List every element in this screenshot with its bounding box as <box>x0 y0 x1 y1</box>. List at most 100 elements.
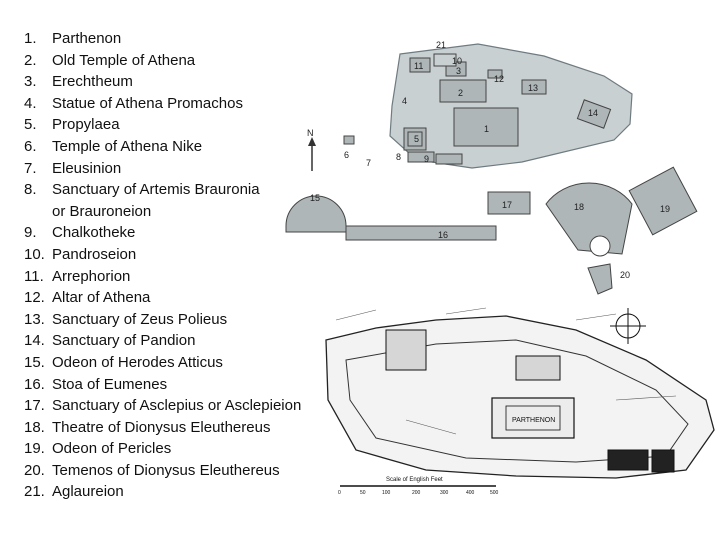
legend-item-10: 10. Pandroseion <box>24 244 324 266</box>
scale-tick-50: 50 <box>360 490 366 496</box>
legend-label: Odeon of Pericles <box>52 440 172 458</box>
legend-item-11: 11. Arrephorion <box>24 266 324 288</box>
legend-item-17: 17.Sanctuary of Asclepius or Asclepieion <box>24 395 324 417</box>
parthenon-block <box>453 107 519 147</box>
legend-label: Temple of Athena Nike <box>52 137 203 155</box>
north-label: N <box>307 128 314 138</box>
plan-number-8: 8 <box>396 152 401 162</box>
legend-number: 12. <box>24 289 45 307</box>
temenos-block <box>587 263 613 295</box>
legend-label: Sanctuary of Zeus Polieus <box>52 310 228 328</box>
asclepieion-block <box>487 191 531 215</box>
legend-number: 18. <box>24 418 45 436</box>
legend-item-2: 2. Old Temple of Athena <box>24 50 324 72</box>
plan-number-5: 5 <box>414 134 419 144</box>
legend-number: 1. <box>24 30 37 47</box>
acropolis-site-plan: N 1 2 3 4 5 6 7 8 9 10 11 12 13 14 15 16… <box>285 40 698 295</box>
pandroseion-block <box>433 53 457 67</box>
legend-item-14: 14. Sanctuary of Pandion <box>24 330 324 352</box>
legend-number: 2. <box>24 51 37 69</box>
legend-number: 13. <box>24 310 45 328</box>
legend-number: 5. <box>24 116 37 134</box>
zeus-polieus-block <box>521 79 547 95</box>
legend-item-8: 8. Sanctuary of Artemis Brauronia <box>24 179 324 201</box>
propylaea-block <box>403 127 427 151</box>
legend-number: 11. <box>24 267 44 285</box>
scale-tick-400: 400 <box>466 490 475 496</box>
legend-item-4: 4. Statue of Athena Promachos <box>24 93 324 115</box>
legend-list: 1.Parthenon 2. Old Temple of Athena 3. Ere… <box>24 28 324 503</box>
plan-number-12: 12 <box>494 74 504 84</box>
athena-nike-block <box>343 135 355 145</box>
inner-wall <box>345 339 689 463</box>
historic-acropolis-map: PARTHENON Scale of English Feet 0 50 100… <box>316 300 720 500</box>
pandion-block <box>576 99 612 129</box>
legend-item-15: 15. Odeon of Herodes Atticus <box>24 352 324 374</box>
plan-number-15: 15 <box>310 193 320 203</box>
legend-label: Stoa of Eumenes <box>52 375 168 393</box>
scale-tick-200: 200 <box>412 490 421 496</box>
legend-label: Pandroseion <box>52 245 137 263</box>
legend-item-13: 13. Sanctuary of Zeus Polieus <box>24 309 324 331</box>
plan-number-3: 3 <box>456 66 461 76</box>
legend-item-16: 16. Stoa of Eumenes <box>24 374 324 396</box>
plan-number-11: 11 <box>414 61 423 71</box>
plan-number-18: 18 <box>574 202 584 212</box>
legend-number: 3. <box>24 73 37 91</box>
north-arrow-icon <box>308 137 316 171</box>
legend-label: Old Temple of Athena <box>52 51 196 69</box>
compass-rose-icon <box>610 308 646 344</box>
plan-number-6: 6 <box>344 150 349 160</box>
legend-number: 8. <box>24 181 37 199</box>
legend-item-8-continued: or Brauroneion <box>24 201 324 223</box>
stoa-eumenes-block <box>345 225 497 241</box>
legend-label: Temenos of Dionysus Eleuthereus <box>52 461 280 479</box>
legend-item-9: 9.Chalkotheke <box>24 222 324 244</box>
museum-structure <box>607 449 649 471</box>
plan-number-7: 7 <box>366 158 371 168</box>
legend-number: 21. <box>24 483 45 501</box>
legend-label: Sanctuary of Asclepius or Asclepieion <box>52 397 302 415</box>
plan-number-1: 1 <box>484 124 489 134</box>
theatre-dionysus-block <box>545 182 633 255</box>
odeon-pericles-block <box>628 166 698 236</box>
plan-number-16: 16 <box>438 230 448 240</box>
legend-item-21: 21.Aglaureion <box>24 481 324 503</box>
brauroneion-block <box>407 151 435 163</box>
legend-label: or Brauroneion <box>52 202 152 220</box>
legend-label: Sanctuary of Pandion <box>52 332 196 350</box>
legend-number: 15. <box>24 353 45 371</box>
scale-tick-100: 100 <box>382 490 391 496</box>
parthenon-cella <box>505 405 561 431</box>
arrephorion-block <box>409 57 431 73</box>
annex-structure <box>651 449 675 473</box>
legend-label: Arrephorion <box>52 267 131 285</box>
plan-number-13: 13 <box>528 83 538 93</box>
legend-label: Propylaea <box>52 116 120 134</box>
legend-label: Erechtheum <box>52 73 133 91</box>
legend-number: 19. <box>24 440 45 458</box>
propylaea-structure <box>385 329 427 371</box>
legend-label: Theatre of Dionysus Eleuthereus <box>52 418 271 436</box>
legend-item-1: 1.Parthenon <box>24 28 324 50</box>
legend-number: 6. <box>24 137 37 155</box>
legend-number: 4. <box>24 94 37 112</box>
theatre-orchestra <box>589 235 611 257</box>
plan-number-10: 10 <box>452 56 462 66</box>
legend-item-7: 7.Eleusinion <box>24 158 324 180</box>
odeon-herodes-block <box>285 195 347 233</box>
legend-number: 10. <box>24 245 45 263</box>
legend-label: Statue of Athena Promachos <box>52 94 243 112</box>
legend-number: 16. <box>24 375 45 393</box>
legend-number: 20. <box>24 461 45 479</box>
plan-number-20: 20 <box>620 270 630 280</box>
plan-number-14: 14 <box>588 108 598 118</box>
legend-item-19: 19. Odeon of Pericles <box>24 438 324 460</box>
legend-number: 14. <box>24 332 45 350</box>
old-temple-block <box>439 79 487 103</box>
legend-item-18: 18. Theatre of Dionysus Eleuthereus <box>24 417 324 439</box>
legend-label: Eleusinion <box>52 159 122 177</box>
legend-label: Odeon of Herodes Atticus <box>52 353 223 371</box>
legend-item-3: 3. Erechtheum <box>24 71 324 93</box>
legend-label: Sanctuary of Artemis Brauronia <box>52 181 260 199</box>
